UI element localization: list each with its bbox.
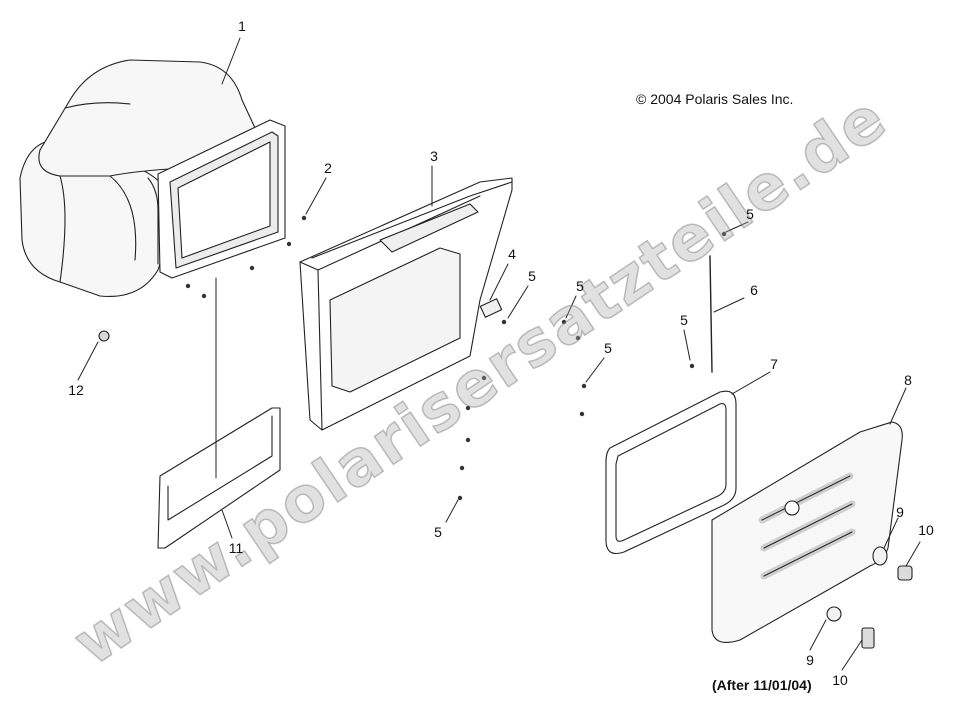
copyright-text: © 2004 Polaris Sales Inc. [636, 91, 794, 107]
callout-2: 2 [324, 160, 332, 176]
callout-7: 7 [770, 356, 778, 372]
leader-lines [77, 37, 921, 671]
callout-8: 8 [904, 372, 912, 388]
callout-4: 4 [508, 246, 516, 262]
date-note: (After 11/01/04) [712, 677, 812, 693]
callout-1: 1 [238, 18, 246, 34]
callout-9: 9 [806, 652, 814, 668]
part-10-latch-lower [861, 627, 875, 649]
part-8-door [711, 421, 903, 643]
callout-5: 5 [604, 340, 612, 356]
callout-10: 10 [832, 672, 848, 688]
callout-12: 12 [68, 382, 84, 398]
part-11-gasket-plate [157, 277, 281, 549]
callout-5: 5 [746, 206, 754, 222]
callout-10: 10 [918, 522, 934, 538]
part-9-washer-upper [872, 546, 888, 566]
callout-11: 11 [228, 540, 244, 556]
part-7-door-gasket [605, 390, 737, 555]
callout-5: 5 [576, 278, 584, 294]
callout-3: 3 [430, 148, 438, 164]
part-1-storage-box [19, 59, 286, 298]
callout-5: 5 [434, 524, 442, 540]
callout-6: 6 [750, 282, 758, 298]
part-10-latch-upper [897, 565, 913, 581]
part-12-nut [98, 330, 110, 342]
callout-5: 5 [680, 312, 688, 328]
part-4-plate [479, 298, 503, 318]
screws [185, 215, 727, 501]
callout-5: 5 [528, 268, 536, 284]
callout-9: 9 [896, 504, 904, 520]
part-3-frame [299, 177, 513, 431]
part-6-rod [709, 255, 713, 373]
part-9-washer-lower [826, 606, 842, 622]
